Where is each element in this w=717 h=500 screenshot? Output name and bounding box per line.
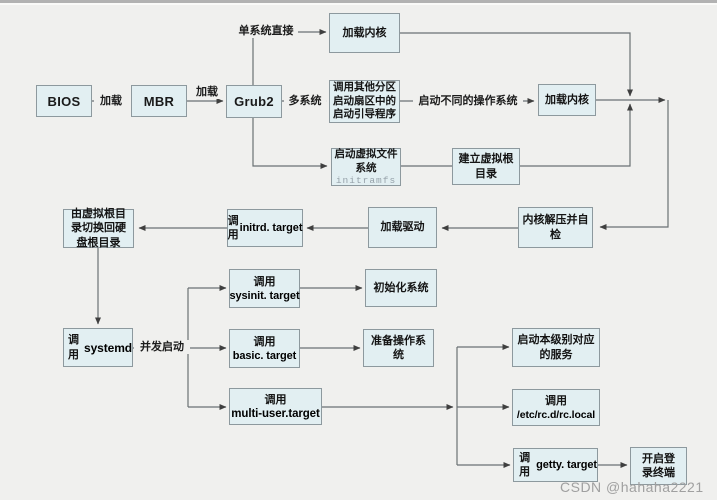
top-border-strip: [0, 0, 717, 3]
node-prepare-os: 准备操作系 统: [363, 329, 434, 367]
node-virtual-root: 建立虚拟根 目录: [452, 148, 520, 185]
node-switch-to-disk-root: 由虚拟根目 录切换回硬 盘根目录: [63, 208, 134, 249]
node-switch-to-disk-root-label: 由虚拟根目 录切换回硬 盘根目录: [71, 208, 126, 249]
node-systemd-code: systemd: [84, 340, 132, 355]
node-load-driver-label: 加载驱动: [380, 221, 425, 234]
node-sysinit-target: 调用 sysinit. target: [229, 269, 300, 308]
node-getty-target-code: getty. target: [536, 459, 597, 471]
edge-label-load-1: 加载: [94, 94, 128, 108]
node-basic-target: 调用 basic. target: [229, 329, 300, 368]
node-getty-target: 调用 getty. target: [513, 448, 598, 482]
node-multi-user-target: 调用 multi-user.target: [229, 388, 322, 425]
edge-label-load-2: 加载: [190, 85, 224, 99]
node-other-partition-bootloader: 调用其他分区 启动扇区中的 启动引导程序: [329, 80, 400, 123]
node-runlevel-services: 启动本级别对应 的服务: [512, 328, 600, 367]
top-border-highlight: [0, 3, 717, 5]
node-load-driver: 加载驱动: [368, 207, 437, 248]
node-initrd-target-prefix: 调用: [227, 214, 239, 241]
node-mbr-label: MBR: [143, 93, 175, 109]
node-systemd-prefix: 调用: [68, 334, 79, 361]
node-initrd-target-code: initrd. target: [239, 222, 303, 234]
node-systemd: 调用 systemd: [63, 328, 133, 367]
node-rc-local-code: /etc/rc.d/rc.local: [516, 408, 596, 421]
node-login-terminal-label: 开启登 录终端: [642, 452, 675, 479]
node-rc-local: 调用 /etc/rc.d/rc.local: [512, 389, 600, 426]
csdn-watermark: CSDN @hahaha2221: [560, 479, 704, 495]
node-bios: BIOS: [36, 85, 92, 117]
node-login-terminal: 开启登 录终端: [630, 447, 687, 485]
node-multi-user-target-code: multi-user.target: [231, 407, 320, 420]
node-initramfs-label: 启动虚拟文件 系统: [334, 149, 398, 174]
edge-label-multi-system: 多系统: [284, 94, 326, 108]
edge-label-single-system: 单系统直接: [234, 24, 298, 38]
node-rc-local-prefix: 调用: [545, 395, 567, 408]
node-basic-target-code: basic. target: [232, 349, 297, 362]
node-prepare-os-label: 准备操作系 统: [371, 334, 426, 361]
node-load-kernel-multi: 加载内核: [538, 84, 596, 116]
node-load-kernel-multi-label: 加载内核: [545, 93, 589, 106]
node-bios-label: BIOS: [47, 93, 81, 109]
node-load-kernel-single: 加载内核: [329, 13, 400, 53]
node-mbr: MBR: [131, 85, 187, 117]
node-basic-target-prefix: 调用: [253, 336, 276, 349]
node-multi-user-target-prefix: 调用: [264, 394, 287, 407]
node-virtual-root-label: 建立虚拟根 目录: [458, 153, 514, 180]
edge-label-boot-different-os: 启动不同的操作系统: [413, 94, 523, 108]
edge-label-parallel-start: 并发启动: [134, 340, 190, 354]
node-sysinit-target-code: sysinit. target: [229, 289, 300, 302]
node-init-system-label: 初始化系统: [373, 281, 429, 294]
node-sysinit-target-prefix: 调用: [253, 276, 276, 289]
node-other-partition-label: 调用其他分区 启动扇区中的 启动引导程序: [333, 82, 396, 121]
node-grub2: Grub2: [226, 85, 282, 118]
node-getty-target-prefix: 调用: [519, 451, 531, 478]
node-initrd-target: 调用 initrd. target: [227, 209, 303, 247]
node-kernel-decompress-label: 内核解压并自 检: [522, 214, 589, 241]
node-load-kernel-single-label: 加载内核: [342, 26, 387, 39]
node-runlevel-services-label: 启动本级别对应 的服务: [517, 334, 595, 361]
node-grub2-label: Grub2: [234, 94, 274, 109]
node-initramfs-code: initramfs: [335, 174, 397, 186]
node-kernel-decompress: 内核解压并自 检: [518, 207, 593, 248]
node-init-system: 初始化系统: [365, 269, 437, 307]
node-initramfs: 启动虚拟文件 系统 initramfs: [331, 148, 401, 186]
